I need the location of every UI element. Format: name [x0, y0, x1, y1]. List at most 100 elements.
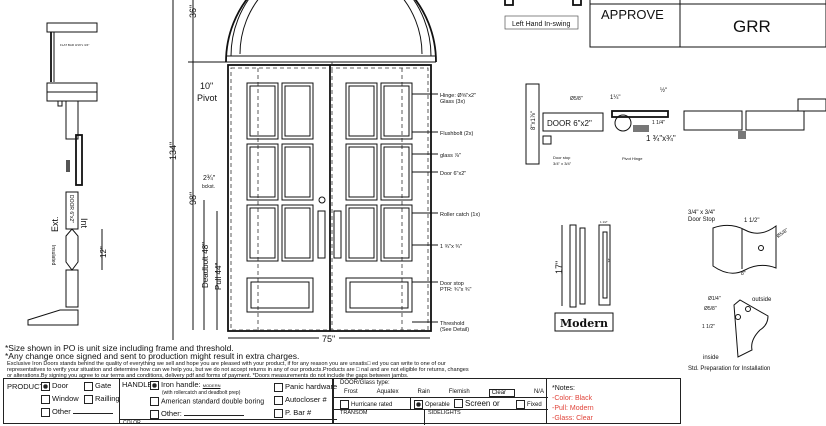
handle-american-checkbox[interactable]: American standard double boring — [150, 397, 264, 406]
product-section: PRODUCT: Door Gate Window Railling Other — [3, 378, 120, 424]
glass-aquatex[interactable]: Aquatex — [376, 389, 399, 395]
plan-gap: 1 1/4" — [652, 120, 665, 126]
checkbox[interactable] — [274, 408, 283, 418]
callout-label: Threshold — [440, 321, 464, 327]
glass-pane-inner — [383, 207, 410, 259]
checkbox[interactable] — [274, 382, 283, 392]
checkbox[interactable] — [150, 409, 159, 419]
product-door-checkbox[interactable]: Door — [41, 381, 68, 391]
product-label: PRODUCT: — [7, 382, 46, 391]
glass-pane-inner — [249, 207, 276, 259]
handle-section: HANDLE Iron handle: MODERN (with rollerc… — [119, 378, 337, 426]
prep-d14: Ø1/4" — [708, 296, 721, 302]
glass-pane-inner — [348, 85, 375, 137]
panic-checkbox[interactable]: Panic hardware — [274, 382, 337, 392]
callout-label: Roller catch (1x) — [440, 212, 480, 218]
side-section: FLAT BAR 3/16"x 3/4" DOOR 6"x2" Ext. Int… — [27, 22, 108, 326]
option-label: Fixed — [527, 402, 542, 409]
glass-pane — [246, 143, 279, 201]
glass-rain[interactable]: Rain — [417, 389, 430, 395]
checkbox[interactable] — [150, 380, 159, 390]
glass-pane-inner — [284, 146, 311, 198]
checkbox[interactable] — [414, 400, 423, 409]
autocloser-checkbox[interactable]: Autocloser # — [274, 395, 327, 405]
product-window-checkbox[interactable]: Window — [41, 394, 79, 404]
glass-pane-inner — [284, 207, 311, 259]
glass-pane — [380, 204, 413, 262]
terms-text: *Size shown in PO is unit size including… — [5, 343, 469, 379]
option-label: Autocloser # — [285, 395, 327, 404]
bottom-panel-inner — [250, 281, 310, 309]
pivot-label: Pivot — [197, 93, 218, 103]
callout-label: Door stop — [440, 281, 464, 287]
glass-pane-inner — [348, 207, 375, 259]
checkbox[interactable] — [150, 397, 159, 406]
handle-other-checkbox[interactable]: Other: — [150, 409, 244, 419]
fixed-checkbox[interactable]: Fixed — [516, 400, 542, 409]
callout-label: Door 6"x2" — [440, 171, 466, 177]
glass-pane — [281, 204, 314, 262]
pbar-checkbox[interactable]: P. Bar # — [274, 408, 311, 418]
handle-detail: 17" 1 1/2" 14" Modern — [554, 220, 614, 332]
glass-type-options: Frost Aquatex Rain Flemish Clear N/A — [344, 389, 544, 397]
handle-model-name: Modern — [560, 317, 608, 330]
option-label: Hurricane rated — [351, 402, 393, 409]
transom-label: TRANSOM — [340, 410, 368, 416]
glass-pane-inner — [249, 146, 276, 198]
handle-height: 17" — [554, 261, 564, 274]
checkbox[interactable] — [454, 399, 463, 409]
option-label: Other — [52, 407, 71, 416]
prep-outside: outside — [752, 297, 772, 303]
glass-flemish[interactable]: Flemish — [448, 389, 470, 395]
backset-label: bckst. — [202, 184, 215, 190]
glass-frost[interactable]: Frost — [344, 389, 358, 395]
callout-label: Glass (3x) — [440, 99, 465, 105]
option-label: Screen or — [465, 399, 500, 408]
checkbox[interactable] — [340, 400, 349, 409]
screen-checkbox[interactable]: Screen or — [454, 399, 500, 409]
glass-na[interactable]: N/A — [533, 389, 544, 395]
product-gate-checkbox[interactable]: Gate — [84, 381, 111, 391]
prep-hole: Ø5/8" — [776, 227, 790, 239]
glass-clear-selected[interactable]: Clear — [488, 389, 516, 397]
bottom-panel — [345, 277, 413, 313]
operable-checkbox[interactable]: Operable — [414, 400, 450, 409]
door-elevation: 134" 36" 98" Deadbolt 48" Pull 44" 10" P… — [168, 0, 437, 345]
installation-prep: 3/4" x 3/4" Door Stop 1 1/2" Ø5/8" 8" Ø1… — [688, 210, 790, 372]
dim-total-height: 134" — [168, 142, 178, 160]
note-changes: *Any change once signed and sent to prod… — [5, 351, 299, 361]
glass-type-label: DOOR/Glass type: — [340, 380, 390, 386]
checkbox[interactable] — [41, 394, 50, 404]
glass-pane — [281, 143, 314, 201]
checkbox[interactable] — [516, 400, 525, 409]
bottom-panel — [246, 277, 314, 313]
checkbox[interactable] — [84, 381, 93, 391]
handle-iron-checkbox[interactable]: Iron handle: MODERN — [150, 380, 221, 390]
product-other-checkbox[interactable]: Other — [41, 407, 113, 417]
prep-caption: Std. Preparation for Installation — [688, 366, 770, 372]
checkbox[interactable] — [41, 381, 50, 391]
glass-pane — [246, 82, 279, 140]
note-pull: -Pull: Modern — [552, 405, 594, 412]
option-label: Door — [52, 381, 69, 390]
pivot-hinge-label: Pivot Hinge — [622, 156, 643, 161]
glass-pane — [345, 143, 378, 201]
hurricane-checkbox[interactable]: Hurricane rated — [340, 400, 392, 409]
dim-width: 75" — [322, 334, 335, 344]
terms-line: or alterations.By signing you agree to o… — [7, 373, 409, 379]
checkbox[interactable] — [84, 394, 93, 404]
glass-pane — [246, 204, 279, 262]
width-label-backing — [319, 333, 339, 345]
callout-label: Hinge: Ø⅝"x2" — [440, 93, 476, 99]
checkbox[interactable] — [41, 407, 50, 417]
product-railling-checkbox[interactable]: Railling — [84, 394, 120, 404]
checkbox[interactable] — [274, 395, 283, 405]
prep-stop2: Door Stop — [688, 217, 716, 223]
note-glass: -Glass: Clear — [552, 415, 593, 422]
note-size: *Size shown in PO is unit size including… — [5, 343, 234, 353]
insulated-label: Insulated — [50, 245, 56, 266]
option-label: Iron handle: — [161, 380, 201, 389]
dim-pivot: 10" — [200, 81, 213, 91]
frame-dim: 8"x1⅞" — [531, 111, 537, 130]
